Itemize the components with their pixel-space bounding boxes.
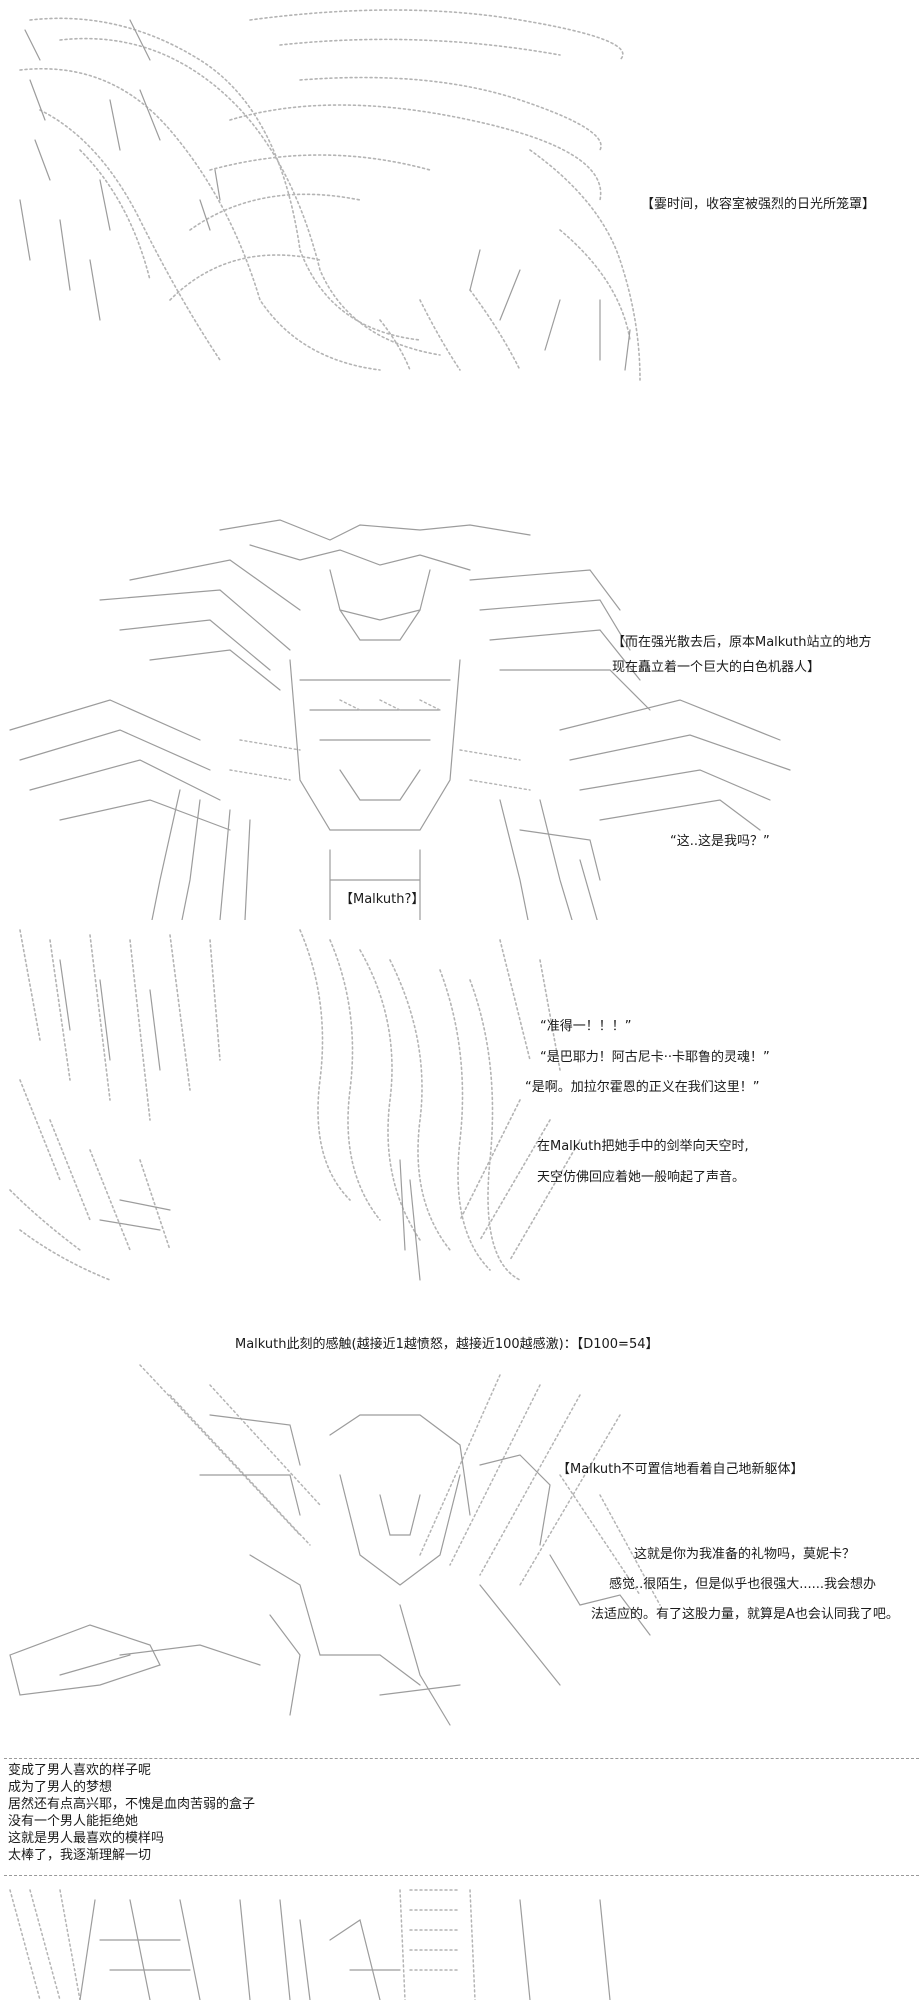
comment-line: 这就是男人最喜欢的模样吗	[8, 1831, 165, 1846]
comment-line: 没有一个男人能拒绝她	[8, 1814, 139, 1829]
panel3-dialogue1: “准得一！！！”	[540, 1019, 632, 1034]
panel2-caption-line1: 【而在强光散去后，原本Malkuth站立的地方	[612, 635, 872, 650]
panel3-dialogue3: “是啊。加拉尔霍恩的正义在我们这里！”	[525, 1080, 760, 1095]
separator-top	[4, 1758, 919, 1759]
panel4-dialogue3: 法适应的。有了这股力量，就算是A也会认同我了吧。	[591, 1607, 899, 1622]
comment-line: 成为了男人的梦想	[8, 1780, 113, 1795]
panel-new-body: Malkuth此刻的感触(越接近1越愤怒，越接近100越感激)：【D100=54…	[0, 1335, 923, 1745]
comment-line: 变成了男人喜欢的样子呢	[8, 1763, 152, 1778]
comment-block: 变成了男人喜欢的样子呢 成为了男人的梦想 居然还有点高兴耶，不愧是血肉苦弱的盒子…	[8, 1762, 255, 1864]
ascii-art-bottom	[0, 1880, 923, 2000]
panel-robot-reveal: 【而在强光散去后，原本Malkuth站立的地方 现在矗立着一个巨大的白色机器人】…	[0, 500, 923, 920]
panel4-dialogue1: 这就是你为我准备的礼物吗，莫妮卡？	[634, 1547, 856, 1562]
ascii-art-robot-closeup	[0, 1355, 923, 1745]
panel-light-burst: 【霎时间，收容室被强烈的日光所笼罩】	[0, 0, 923, 385]
panel4-caption: 【Malkuth不可置信地看着自己地新躯体】	[557, 1462, 804, 1477]
panel4-roll-line: Malkuth此刻的感触(越接近1越愤怒，越接近100越感激)：【D100=54…	[235, 1337, 659, 1352]
ascii-art-light-swirl	[0, 0, 923, 385]
panel2-caption-line2: 现在矗立着一个巨大的白色机器人】	[612, 660, 821, 675]
panel-voices-from-sky: “准得一！！！” “是巴耶力！阿古尼卡··卡耶鲁的灵魂！” “是啊。加拉尔霍恩的…	[0, 920, 923, 1320]
panel-bottom-fragment	[0, 1880, 923, 2000]
panel2-dialogue: “这..这是我吗？”	[670, 834, 770, 849]
panel4-dialogue2: 感觉..很陌生，但是似乎也很强大......我会想办	[609, 1577, 877, 1592]
panel3-narration1: 在Malkuth把她手中的剑举向天空时,	[537, 1139, 749, 1154]
panel1-caption: 【霎时间，收容室被强烈的日光所笼罩】	[641, 197, 876, 212]
panel3-narration2: 天空仿佛回应着她一般响起了声音。	[537, 1170, 746, 1185]
separator-bottom	[4, 1875, 919, 1876]
ascii-art-streaks	[0, 920, 923, 1320]
panel3-dialogue2: “是巴耶力！阿古尼卡··卡耶鲁的灵魂！”	[540, 1050, 770, 1065]
ascii-art-robot	[0, 500, 923, 920]
comment-line: 居然还有点高兴耶，不愧是血肉苦弱的盒子	[8, 1797, 256, 1812]
panel2-label: 【Malkuth?】	[340, 892, 425, 907]
comment-line: 太棒了，我逐渐理解一切	[8, 1848, 152, 1863]
